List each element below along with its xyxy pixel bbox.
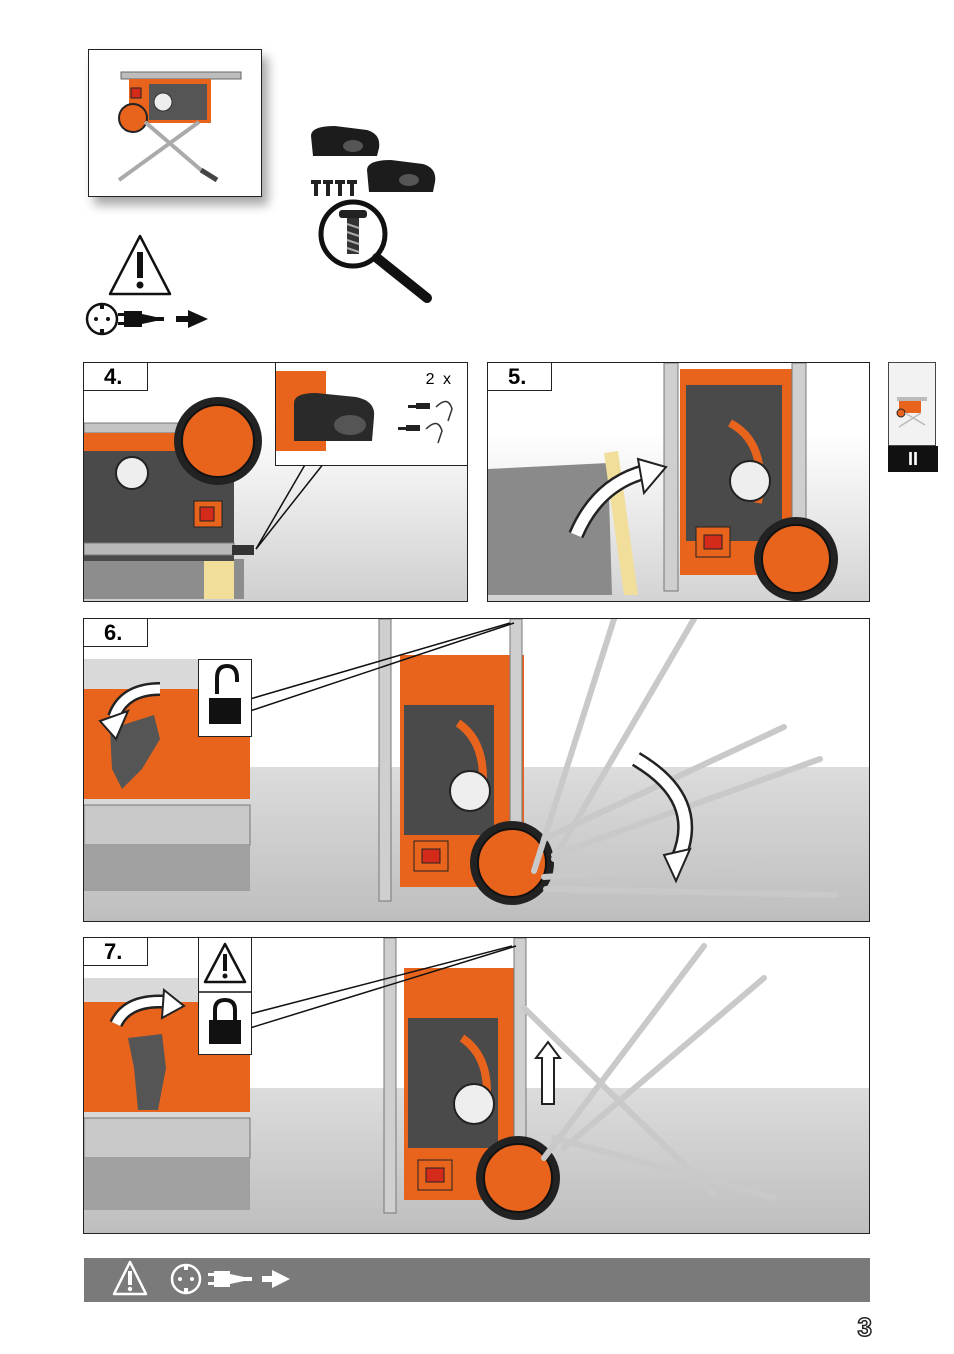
section-tab: II — [888, 362, 938, 472]
socket-icon — [87, 304, 117, 334]
screws-row — [311, 180, 357, 196]
plug-icon — [208, 1271, 252, 1287]
overview-photo — [88, 49, 262, 197]
step-4-detail-inset: 2 x — [275, 362, 468, 466]
cover-cap-1 — [311, 126, 379, 156]
step-6-panel: 6. — [83, 618, 870, 922]
step-5-illustration — [488, 363, 869, 601]
cover-cap-2 — [367, 160, 435, 192]
arrow-right-icon — [176, 310, 208, 328]
step-4-count: 2 x — [426, 371, 453, 389]
warning-group-top — [84, 232, 214, 336]
parts-illustration — [305, 122, 445, 308]
plug-icon — [118, 311, 164, 327]
step-5-panel: 5. — [487, 362, 870, 602]
step-4-panel: 4. 2 x — [83, 362, 468, 602]
step-4-label: 4. — [84, 363, 148, 391]
step-7-panel: 7. — [83, 937, 870, 1234]
step-5-label: 5. — [488, 363, 552, 391]
warning-triangle-icon — [205, 944, 245, 982]
table-saw-overview-illustration — [89, 50, 259, 194]
section-tab-thumbnail — [888, 362, 936, 446]
section-tab-label: II — [888, 446, 938, 472]
step-6-lock-inset — [198, 659, 252, 737]
magnifier-icon — [321, 202, 427, 298]
padlock-open-icon — [199, 660, 251, 736]
padlock-closed-icon — [209, 1000, 241, 1044]
step-7-label: 7. — [84, 938, 148, 966]
bottom-warning-bar — [84, 1258, 870, 1302]
arrow-right-icon — [262, 1270, 290, 1288]
step-7-warning-lock-inset — [198, 937, 252, 1055]
warning-triangle-icon — [114, 1262, 146, 1294]
socket-icon — [172, 1265, 200, 1293]
step-6-label: 6. — [84, 619, 148, 647]
warning-triangle-icon — [110, 236, 170, 294]
page-number: 3 — [858, 1312, 872, 1343]
